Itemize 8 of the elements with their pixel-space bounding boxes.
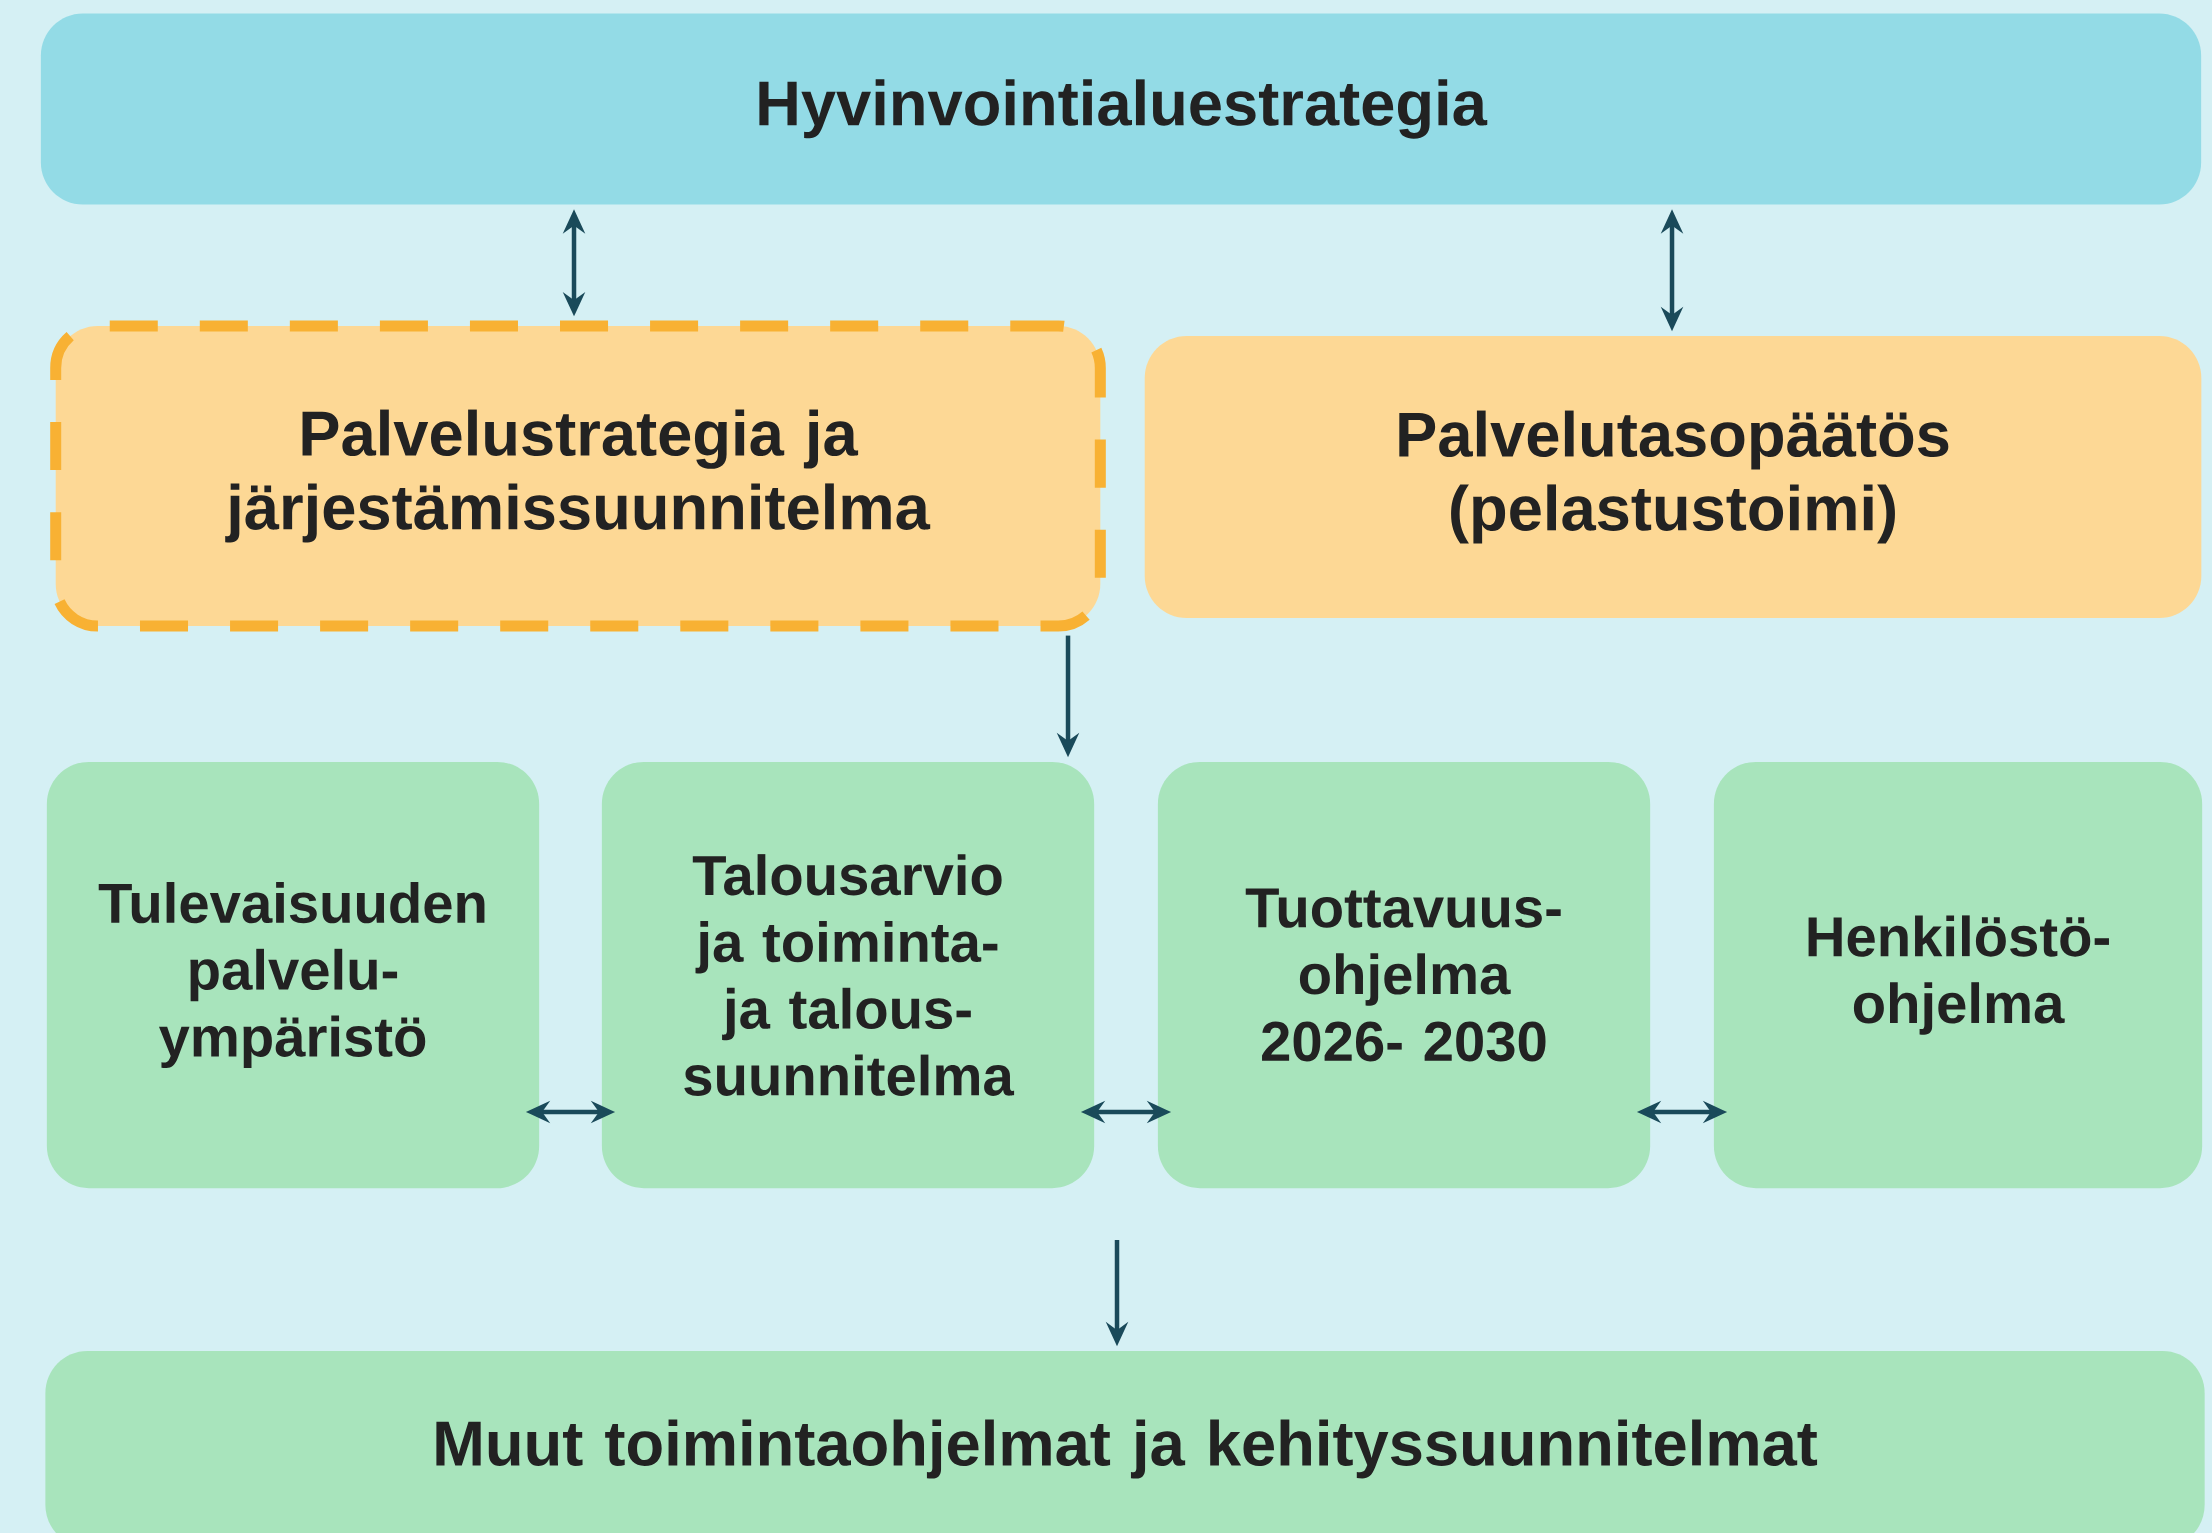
program-box: Tuottavuus- ohjelma 2026- 2030 <box>1157 761 1651 1189</box>
dashed-plan-box: Palvelustrategia ja järjestämissuunnitelma <box>50 320 1106 632</box>
decision-box: Palvelutasopäätös (pelastustoimi) <box>1144 335 2202 619</box>
program-box: Henkilöstö- ohjelma <box>1713 761 2203 1189</box>
program-box: Tulevaisuuden palvelu- ympäristö <box>46 761 540 1189</box>
strategy-box: Hyvinvointialuestrategia <box>40 13 2202 205</box>
program-box: Talousarvio ja toiminta- ja talous- suunnitelma <box>601 761 1095 1189</box>
programs-box: Muut toimintaohjelmat ja kehityssuunnitelmat <box>45 1350 2205 1533</box>
